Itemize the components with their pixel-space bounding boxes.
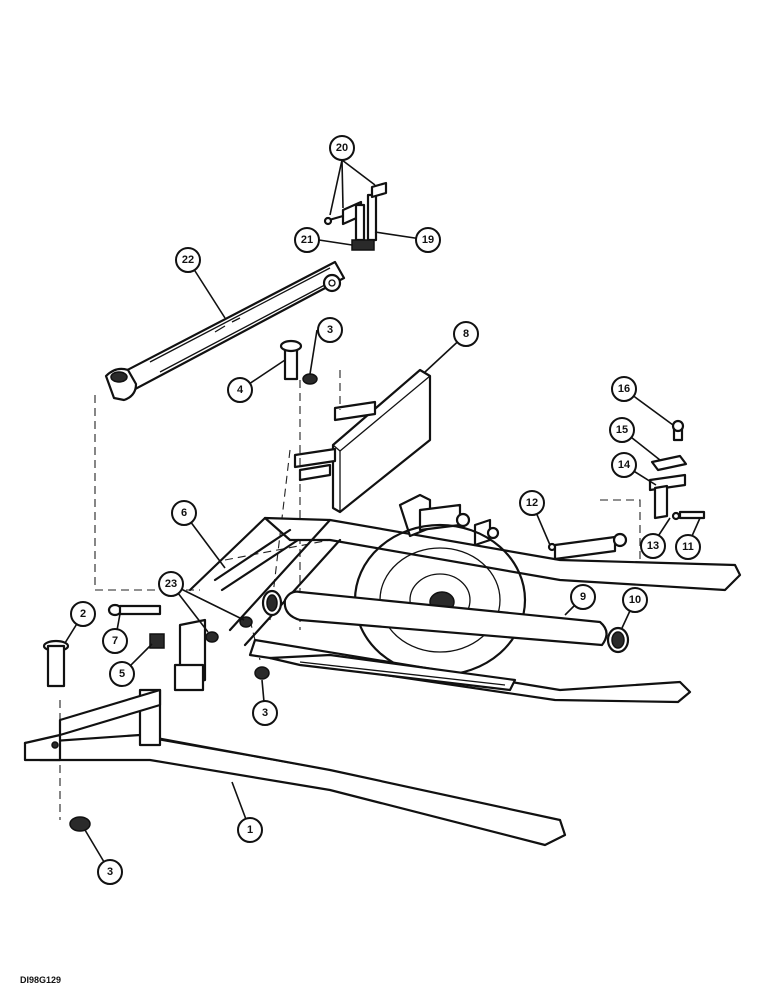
pivot-pin (279, 339, 318, 385)
callout-7: 7 (102, 628, 128, 654)
long-bolt (42, 639, 70, 688)
svg-text:20: 20 (336, 142, 348, 154)
svg-text:14: 14 (618, 459, 631, 471)
svg-text:23: 23 (165, 578, 177, 590)
svg-text:13: 13 (647, 540, 659, 552)
inner-strap (268, 653, 517, 692)
callout-5: 5 (109, 661, 135, 687)
clip-bottom (69, 816, 91, 832)
svg-text:3: 3 (262, 707, 268, 719)
svg-text:8: 8 (463, 328, 469, 340)
drawing-code: DI98G129 (20, 975, 61, 985)
callout-15: 15 (609, 417, 635, 443)
guard-plate (293, 368, 432, 514)
side-bracket (547, 419, 706, 552)
callout-3-upper: 3 (317, 317, 343, 343)
svg-text:12: 12 (526, 497, 538, 509)
svg-text:7: 7 (112, 635, 118, 647)
svg-text:9: 9 (580, 591, 586, 603)
callout-10: 10 (622, 587, 648, 613)
hydraulic-cylinder (104, 260, 346, 402)
callout-leaders (64, 159, 701, 873)
svg-text:4: 4 (237, 384, 244, 396)
svg-text:19: 19 (422, 234, 434, 246)
callout-2: 2 (70, 601, 96, 627)
svg-text:5: 5 (119, 668, 125, 680)
svg-text:22: 22 (182, 254, 194, 266)
strut (213, 528, 300, 592)
svg-text:15: 15 (616, 424, 628, 436)
callout-4: 4 (227, 377, 253, 403)
callout-19: 19 (415, 227, 441, 253)
svg-text:6: 6 (181, 507, 187, 519)
callout-23: 23 (158, 571, 184, 597)
callout-14: 14 (611, 452, 637, 478)
callout-3-lower: 3 (97, 859, 123, 885)
callout-16: 16 (611, 376, 637, 402)
svg-text:10: 10 (629, 594, 641, 606)
callout-6: 6 (171, 500, 197, 526)
callout-22: 22 (175, 247, 201, 273)
bolt (107, 603, 162, 617)
svg-text:21: 21 (301, 234, 313, 246)
svg-text:1: 1 (247, 824, 253, 836)
callout-12: 12 (519, 490, 545, 516)
callout-21: 21 (294, 227, 320, 253)
svg-text:2: 2 (80, 608, 86, 620)
callout-3-middle: 3 (252, 700, 278, 726)
callout-8: 8 (453, 321, 479, 347)
main-tine (23, 688, 567, 847)
roller (261, 589, 630, 654)
clip-middle (254, 666, 270, 680)
svg-text:3: 3 (327, 324, 333, 336)
callout-20: 20 (329, 135, 355, 161)
socket-bracket (149, 616, 253, 692)
callout-13: 13 (640, 533, 666, 559)
valve-fittings (323, 181, 388, 251)
callout-11: 11 (675, 534, 701, 560)
svg-text:11: 11 (682, 541, 694, 553)
svg-text:3: 3 (107, 866, 113, 878)
callout-9: 9 (570, 584, 596, 610)
callout-1: 1 (237, 817, 263, 843)
svg-text:16: 16 (618, 383, 630, 395)
